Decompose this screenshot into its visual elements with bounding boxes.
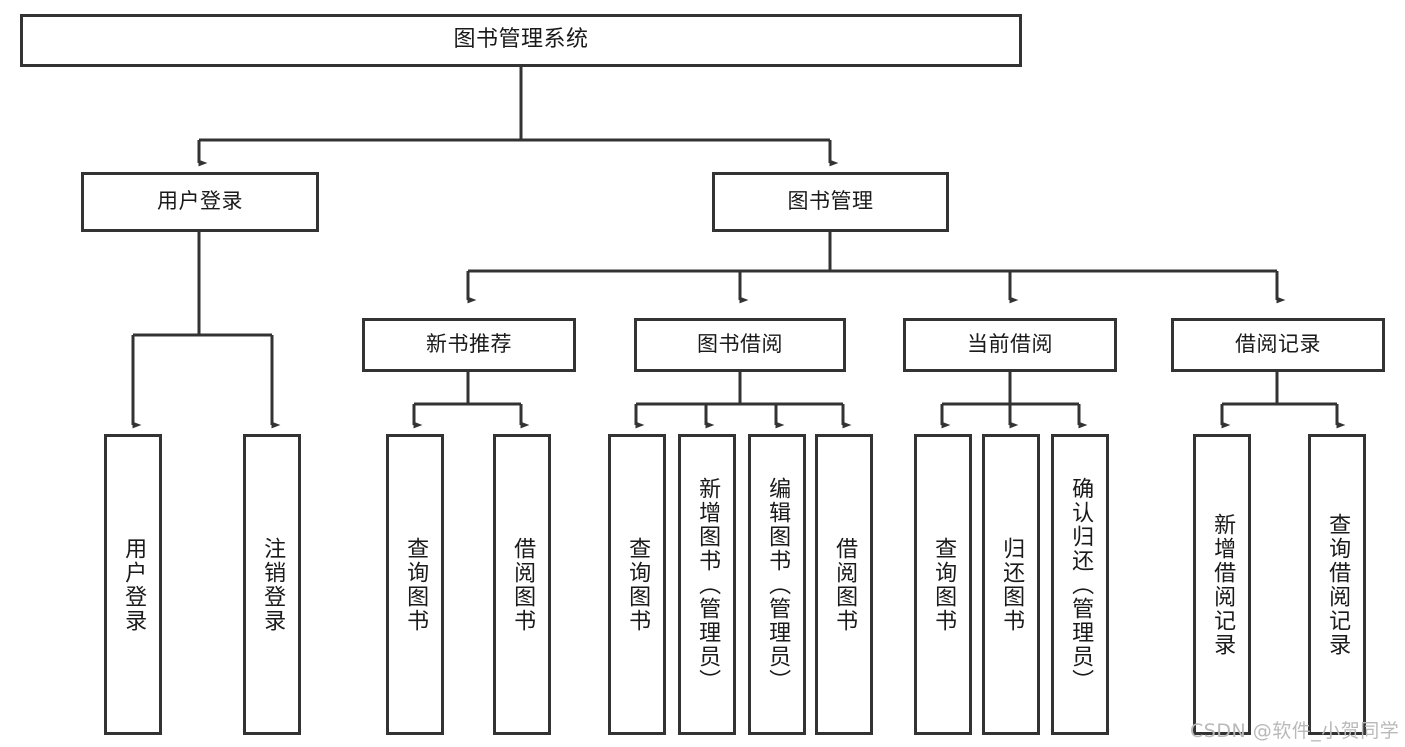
node-leaf-return-book[interactable]: 归还图书: [982, 434, 1040, 735]
node-label: 用户登录: [121, 536, 147, 633]
node-label: 借阅记录: [1235, 332, 1321, 357]
node-book-borrowing[interactable]: 图书借阅: [634, 318, 846, 372]
node-label: 查询借阅记录: [1325, 512, 1351, 657]
node-leaf-add-borrow-record[interactable]: 新增借阅记录: [1193, 434, 1251, 735]
node-leaf-borrow-book-recommendation[interactable]: 借阅图书: [493, 434, 551, 735]
node-leaf-logout-login[interactable]: 注销登录: [243, 434, 301, 735]
csdn-watermark: CSDN @软件_小贺同学: [1190, 720, 1400, 742]
node-label: 当前借阅: [967, 332, 1053, 357]
node-label: 图书管理: [787, 189, 874, 214]
node-leaf-add-book-admin[interactable]: 新增图书（管理员）: [678, 434, 736, 735]
node-label: 新增借阅记录: [1210, 512, 1236, 657]
node-leaf-query-book-recommendation[interactable]: 查询图书: [386, 434, 444, 735]
node-borrowing-record[interactable]: 借阅记录: [1171, 318, 1385, 372]
node-label: 图书借阅: [697, 332, 783, 357]
node-label: 新书推荐: [426, 332, 512, 357]
node-book-management[interactable]: 图书管理: [712, 172, 949, 232]
node-label: 归还图书: [999, 536, 1025, 633]
node-label: 查询图书: [931, 536, 957, 633]
node-label: 借阅图书: [510, 536, 536, 633]
node-label: 注销登录: [260, 536, 286, 633]
node-user-login[interactable]: 用户登录: [81, 172, 319, 232]
node-label: 确认归还（管理员）: [1068, 476, 1094, 693]
node-current-borrowing[interactable]: 当前借阅: [903, 318, 1117, 372]
node-leaf-edit-book-admin[interactable]: 编辑图书（管理员）: [748, 434, 806, 735]
node-label: 借阅图书: [832, 536, 858, 633]
node-leaf-query-book-current[interactable]: 查询图书: [914, 434, 972, 735]
node-label: 编辑图书（管理员）: [765, 476, 791, 693]
node-root-book-management-system[interactable]: 图书管理系统: [20, 14, 1022, 67]
node-label: 新增图书（管理员）: [695, 476, 721, 693]
node-label: 用户登录: [157, 189, 243, 214]
node-leaf-user-login[interactable]: 用户登录: [104, 434, 162, 735]
node-label: 图书管理系统: [453, 27, 589, 53]
node-leaf-query-borrow-record[interactable]: 查询借阅记录: [1308, 434, 1366, 735]
node-leaf-confirm-return-admin[interactable]: 确认归还（管理员）: [1051, 434, 1109, 735]
node-label: 查询图书: [625, 536, 651, 633]
node-new-book-recommendation[interactable]: 新书推荐: [362, 318, 576, 372]
node-leaf-borrow-book-borrowing[interactable]: 借阅图书: [815, 434, 873, 735]
node-label: 查询图书: [403, 536, 429, 633]
node-leaf-query-book-borrowing[interactable]: 查询图书: [608, 434, 666, 735]
